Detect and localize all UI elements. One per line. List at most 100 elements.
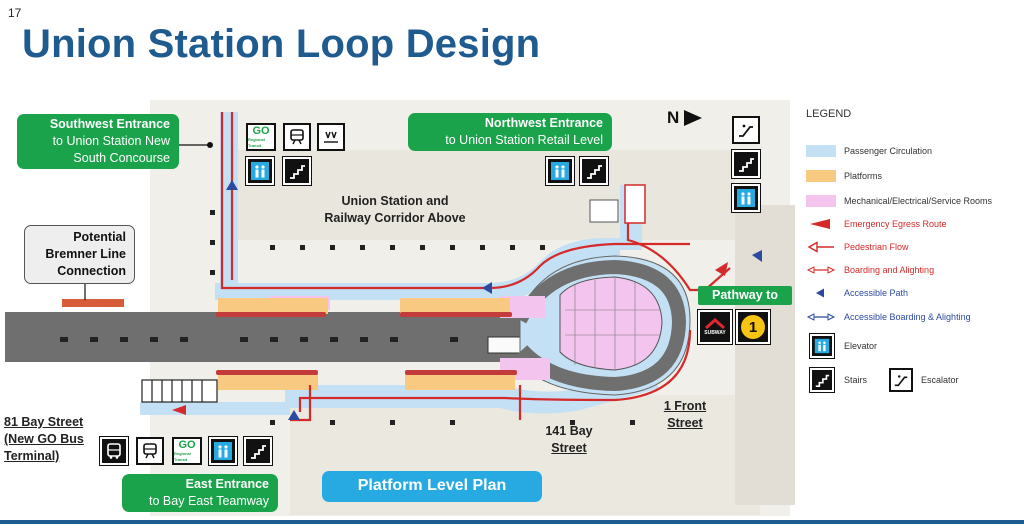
pedestrian-flow-routes <box>220 112 731 422</box>
ferry-icon <box>317 123 345 151</box>
legend-passenger-circulation: Passenger Circulation <box>806 142 932 160</box>
elevator-icon-southwest <box>245 156 275 186</box>
bus-terminal-stair-lines <box>151 380 203 402</box>
bus-icon <box>99 436 129 466</box>
slide-number: 17 <box>8 6 22 20</box>
bremner-platform <box>62 299 124 307</box>
northwest-entrance-callout: Northwest Entrance to Union Station Reta… <box>408 113 612 151</box>
legend-accessible-boarding-icon <box>806 313 836 321</box>
bay-81-line3: Terminal) <box>4 449 60 463</box>
elevator-icon-north <box>731 183 761 213</box>
east-entrance-callout: East Entrance to Bay East Teamway <box>122 474 278 512</box>
legend-label-accessible-boarding: Accessible Boarding & Alighting <box>844 312 971 322</box>
legend-swatch-circulation <box>806 145 836 157</box>
union-above-line1: Union Station and <box>341 194 449 208</box>
southwest-leader-dot <box>207 142 213 148</box>
southwest-entrance-callout: Southwest Entrance to Union Station New … <box>17 114 179 169</box>
train-icon-east <box>136 437 164 465</box>
go-transit-icon-east: GO Regional Transit <box>172 437 202 465</box>
legend-label-service: Mechanical/Electrical/Service Rooms <box>844 196 993 206</box>
passenger-circulation-south <box>140 370 660 415</box>
passenger-circulation-north <box>215 238 620 300</box>
legend-stairs-escalator: Stairs Escalator <box>806 366 959 394</box>
bay-141-line2: Street <box>551 441 587 455</box>
slide-title: Union Station Loop Design <box>22 22 541 66</box>
bremner-line1: Potential <box>73 230 126 244</box>
legend-boarding-alighting: Boarding and Alighting <box>806 261 934 279</box>
front-1-label: 1 Front Street <box>655 398 715 432</box>
passenger-circulation-vertical <box>220 112 238 287</box>
stairs-icon-east <box>243 436 273 466</box>
go-logo-text: GO <box>252 124 270 137</box>
platform-level-plan-text: Platform Level Plan <box>357 477 507 494</box>
legend-elevator-icon <box>809 333 835 359</box>
legend-label-pedestrian: Pedestrian Flow <box>844 242 909 252</box>
upper-structure <box>235 150 735 240</box>
bay-81-line1: 81 Bay Street <box>4 415 84 429</box>
southwest-entrance-line1: Southwest Entrance <box>49 117 170 131</box>
platform-level-plan-label: Platform Level Plan <box>322 471 542 502</box>
line-1-number: 1 <box>741 315 765 339</box>
northwest-entrance-line2: to Union Station Retail Level <box>445 133 603 147</box>
legend: LEGEND Passenger Circulation Platforms M… <box>806 108 1018 393</box>
legend-label-escalator: Escalator <box>921 375 959 385</box>
legend-label-stairs: Stairs <box>844 375 868 385</box>
union-above-line2: Railway Corridor Above <box>324 211 466 225</box>
legend-swatch-platforms <box>806 170 836 182</box>
service-core <box>559 276 663 371</box>
legend-elevator: Elevator <box>806 332 877 360</box>
northwest-entrance-line1: Northwest Entrance <box>484 116 603 130</box>
north-arrow-icon <box>684 110 703 126</box>
union-station-above-label: Union Station and Railway Corridor Above <box>312 193 478 227</box>
bay-141-label: 141 Bay Street <box>538 423 600 457</box>
legend-label-platforms: Platforms <box>844 171 883 181</box>
platform-north-east <box>400 298 510 314</box>
ne-stair-block <box>624 184 646 224</box>
legend-label-boarding: Boarding and Alighting <box>844 265 935 275</box>
stairs-icon-north <box>731 149 761 179</box>
north-label: N <box>667 108 680 127</box>
go-transit-icon: GO Regional Transit <box>246 123 276 151</box>
boarding-bars <box>216 312 517 375</box>
legend-pedestrian-flow: Pedestrian Flow <box>806 238 909 256</box>
elevator-icon-east <box>208 436 238 466</box>
southwest-entrance-line2: to Union Station New <box>52 134 170 148</box>
bottom-rule <box>0 520 1024 524</box>
legend-egress-arrow-icon <box>810 219 830 229</box>
subway-label: SUBWAY <box>704 329 726 336</box>
east-building <box>735 205 795 505</box>
emergency-egress-arrow-2 <box>715 262 728 276</box>
legend-label-elevator: Elevator <box>844 341 878 351</box>
stairs-icon-southwest <box>282 156 312 186</box>
legend-boarding-arrow-icon <box>806 266 836 274</box>
legend-platforms: Platforms <box>806 167 882 185</box>
legend-stairs-icon <box>809 367 835 393</box>
legend-service-rooms: Mechanical/Electrical/Service Rooms <box>806 192 992 210</box>
legend-pedestrian-arrow-icon <box>807 241 834 253</box>
go-logo-sub-east: Regional Transit <box>174 450 191 462</box>
north-arrow: N <box>667 108 704 128</box>
bay-141-line1: 141 Bay <box>545 424 593 438</box>
pathway-label: Pathway to <box>712 288 778 302</box>
platform-level-plan <box>5 100 795 516</box>
bremner-connection-callout: Potential Bremner Line Connection <box>24 225 135 284</box>
bay-81-line2: (New GO Bus <box>4 432 84 446</box>
legend-accessible-arrow-icon <box>816 288 824 298</box>
east-entrance-line1: East Entrance <box>185 477 269 491</box>
train-icon <box>283 123 311 151</box>
track-ties <box>60 337 458 342</box>
emergency-egress-arrow <box>172 405 186 415</box>
service-core-grid <box>565 278 660 370</box>
southwest-entrance-line3: South Concourse <box>73 151 170 165</box>
bremner-line3: Connection <box>57 264 126 278</box>
bus-terminal-stairs <box>141 379 218 403</box>
legend-title: LEGEND <box>806 108 852 120</box>
go-logo-text-east: GO <box>178 438 196 451</box>
escalator-icon-north <box>732 116 760 144</box>
column-grid <box>210 210 635 425</box>
pathway-callout: Pathway to <box>698 286 792 305</box>
legend-label-accessible: Accessible Path <box>844 288 909 298</box>
stairs-icon-northwest <box>579 156 609 186</box>
platform-south-west <box>218 372 318 390</box>
streetcar-vehicle <box>487 336 523 354</box>
